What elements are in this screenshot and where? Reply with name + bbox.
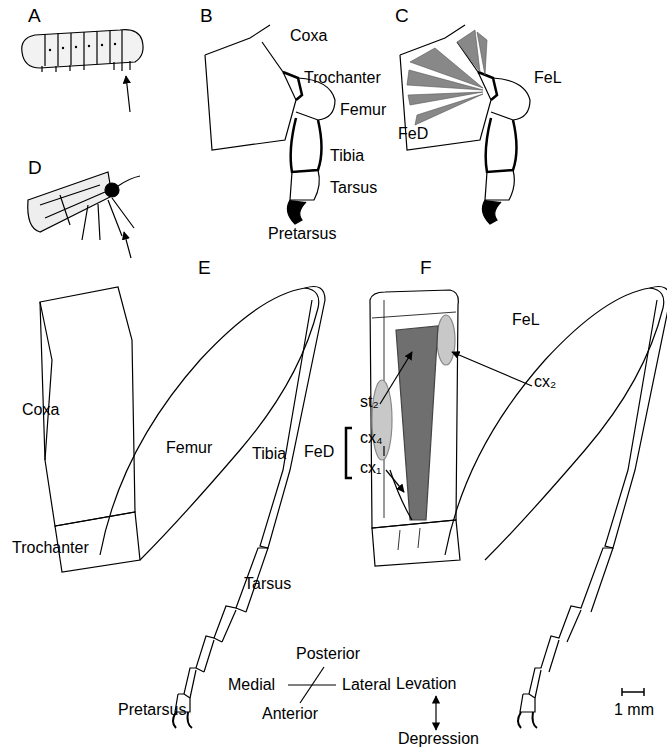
muscle-name: cx₄ <box>360 430 383 446</box>
panel-letter: B <box>200 6 213 25</box>
part-name: Tibia <box>252 446 286 462</box>
panel-letter: E <box>198 258 211 277</box>
muscle-name: cx₂ <box>534 374 556 390</box>
direction-label: Lateral <box>342 677 391 693</box>
part-name: Pretarsus <box>268 226 336 242</box>
coxa-muscles <box>370 290 460 566</box>
muscle-name: FeL <box>512 312 540 328</box>
femur-tibia-tarsus <box>100 287 325 729</box>
part-name: Tarsus <box>244 576 291 592</box>
muscle-name: FeD <box>304 444 334 460</box>
coxa-trochanter <box>40 287 140 572</box>
part-name: Tarsus <box>330 180 377 196</box>
part-name: Trochanter <box>12 540 89 556</box>
muscle-name: FeL <box>534 70 562 86</box>
muscle-name: FeD <box>398 126 428 142</box>
leg-schematic-muscles <box>400 25 530 224</box>
direction-label: Levation <box>396 676 457 692</box>
direction-label: Depression <box>398 731 479 747</box>
part-name: Coxa <box>290 28 327 44</box>
panel-letter: A <box>28 6 41 25</box>
part-name: Femur <box>166 440 212 456</box>
scale-bar <box>622 688 644 696</box>
part-name: Tibia <box>330 148 364 164</box>
orientation-compass <box>288 667 336 703</box>
panel-letter: D <box>28 158 42 177</box>
panel-letter: F <box>420 258 432 277</box>
moth <box>28 172 140 258</box>
panel-letter: C <box>395 6 409 25</box>
direction-label: Posterior <box>296 646 360 662</box>
scale-label: 1 mm <box>614 702 654 718</box>
muscle-name: cx₁ <box>360 460 381 476</box>
muscle-name: st₂ <box>360 394 379 410</box>
leg-schematic <box>205 25 335 224</box>
direction-arrow <box>435 696 436 730</box>
caterpillar <box>22 30 143 112</box>
direction-label: Anterior <box>262 706 318 722</box>
part-name: Femur <box>340 102 386 118</box>
part-name: Trochanter <box>304 70 381 86</box>
leader-lines <box>346 352 532 492</box>
femur-tibia-tarsus <box>445 287 667 729</box>
part-name: Coxa <box>22 402 59 418</box>
direction-label: Medial <box>228 677 275 693</box>
part-name: Pretarsus <box>118 702 186 718</box>
